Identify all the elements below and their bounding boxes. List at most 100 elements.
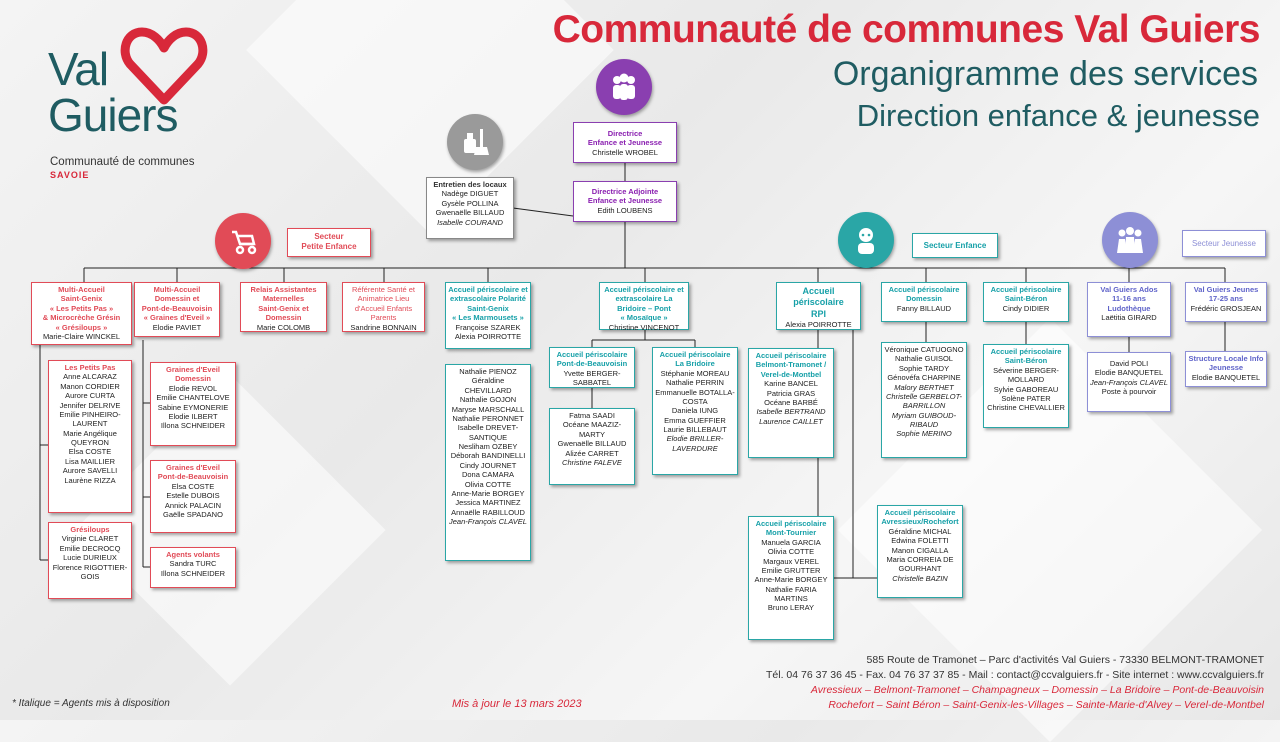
staff-name: Marie Angélique QUEYRON xyxy=(63,428,117,447)
box-title: Référente Santé et Animatrice Lieu d'Acc… xyxy=(352,285,415,323)
child-icon xyxy=(838,212,894,268)
footnote-italic: * Italique = Agents mis à disposition xyxy=(12,698,170,709)
peri-la-bridoire-box: Accueil périscolaire La Bridoire Stéphan… xyxy=(652,347,738,475)
val-guiers-ados-box: Val Guiers Ados 11-16 ans Ludothèque Laë… xyxy=(1087,282,1171,337)
staff-name: Emilie DECROCQ xyxy=(59,543,121,553)
staff-name: Emma GUEFFIER xyxy=(664,415,726,425)
peri-avressieux-box: Accueil périscolaire Avressieux/Rochefor… xyxy=(877,505,963,598)
box-title: Val Guiers Jeunes 17-25 ans xyxy=(1193,285,1259,304)
graines-domessin-box: Graines d'Eveil Domessin Elodie REVOL Em… xyxy=(150,362,236,446)
staff-name: Estelle DUBOIS xyxy=(166,491,220,501)
box-title: Grésiloups xyxy=(70,525,110,534)
heart-logo-icon xyxy=(120,27,208,105)
staff-name: Malory BERTHET xyxy=(894,382,954,392)
staff-name: Jean-François CLAVEL xyxy=(449,517,527,526)
staff-name: Nathalie PERONNET xyxy=(452,413,524,423)
peri-saint-beron-box: Accueil périscolaire Saint-Béron Cindy D… xyxy=(983,282,1069,322)
sector-petite-enfance: Secteur Petite Enfance xyxy=(287,228,371,257)
staff-name: Nesliham OZBEY xyxy=(458,442,518,451)
footer-contact: Tél. 04 76 37 36 45 - Fax. 04 76 37 37 8… xyxy=(766,669,1264,681)
staff-name: Jennifer DELRIVE xyxy=(59,400,121,410)
adjointe-box: Directrice Adjointe Enfance et Jeunesse … xyxy=(573,181,677,222)
staff-name: Daniela IUNG xyxy=(671,406,719,416)
staff-name: Manuela GARCIA xyxy=(761,537,821,547)
adjointe-title: Directrice Adjointe Enfance et Jeunesse xyxy=(587,187,663,206)
box-title: Graines d'Eveil Domessin xyxy=(166,365,220,384)
box-title: Structure Locale Info Jeunesse xyxy=(1188,354,1264,373)
box-title: Accueil périscolaire Saint-Béron xyxy=(990,285,1062,304)
staff-name: Emmanuelle BOTALLA-COSTA xyxy=(655,387,735,406)
staff-name: Manon CIGALLA xyxy=(891,545,949,555)
footer-communes-2: Rochefort – Saint Béron – Saint-Genix-le… xyxy=(828,699,1264,711)
staff-name: Géraldine CHEVILLARD xyxy=(464,376,512,395)
box-name: Christine VINCENOT xyxy=(608,322,680,332)
staff-name: Elsa COSTE xyxy=(171,481,215,491)
staff-name: Géraldine MICHAL xyxy=(888,526,952,536)
ma-saint-genix-box: Multi-Accueil Saint-Genix « Les Petits P… xyxy=(31,282,132,345)
staff-name: Sandra TURC xyxy=(169,559,217,569)
staff-name: Océane BARBÉ xyxy=(764,397,818,407)
staff-name: Sophie TARDY xyxy=(898,363,950,373)
box-title: Les Petits Pas xyxy=(64,363,116,372)
staff-name: Sylvie GABOREAU xyxy=(993,384,1059,394)
staff-name: Margaux VEREL xyxy=(763,556,819,566)
update-date: Mis à jour le 13 mars 2023 xyxy=(452,698,582,710)
box-name: Elodie PAVIET xyxy=(152,322,202,332)
staff-name: Annaëlle RABILLOUD xyxy=(451,507,525,517)
direction-box: Directrice Enfance et Jeunesse Christell… xyxy=(573,122,677,163)
teen-group-icon xyxy=(1102,212,1158,268)
box-title: Accueil périscolaire RPI xyxy=(793,286,844,319)
ram-box: Relais Assistantes Maternelles Saint-Gen… xyxy=(240,282,327,332)
box-title: Accueil périscolaire Belmont-Tramonet / … xyxy=(755,351,827,379)
staff-name: Aurore SAVELLI xyxy=(62,466,118,476)
entretien-name: Isabelle COURAND xyxy=(437,217,503,227)
adjointe-name: Edith LOUBENS xyxy=(597,205,653,215)
box-title: Accueil périscolaire Avressieux/Rochefor… xyxy=(881,508,959,527)
box-title: Accueil périscolaire et extrascolaire La… xyxy=(604,285,684,323)
staff-name: Génovéfa CHARPINE xyxy=(887,373,961,383)
staff-name: Isabelle DREVET-SANTIQUE xyxy=(457,423,519,442)
peri-belmont-box: Accueil périscolaire Belmont-Tramonet / … xyxy=(748,348,834,458)
box-name: Laëtitia GIRARD xyxy=(1101,313,1157,323)
staff-name: Fatma SAADI xyxy=(569,411,615,420)
staff-name: Annick PALACIN xyxy=(164,500,222,510)
staff-name: Elodie REVOL xyxy=(168,383,218,393)
box-name: Marie-Claire WINCKEL xyxy=(42,331,121,341)
staff-name: Christine FALEVE xyxy=(562,457,622,467)
staff-name: Emilie PINHEIRO-LAURENT xyxy=(59,409,121,429)
box-title: Accueil périscolaire Domessin xyxy=(888,285,960,304)
staff-name: Olivia COTTE xyxy=(767,547,815,557)
box-title: Multi-Accueil Saint-Genix « Les Petits P… xyxy=(42,285,121,332)
staff-name: Sabine EYMONERIE xyxy=(157,402,229,412)
baby-stroller-icon xyxy=(215,213,271,269)
peri-saint-genix-box: Accueil périscolaire et extrascolaire Po… xyxy=(445,282,531,349)
staff-name: Aurore CURTA xyxy=(65,391,115,401)
box-title: Agents volants xyxy=(166,550,220,559)
staff-name: Déborah BANDINELLI xyxy=(450,451,526,461)
staff-name: Patricia GRAS xyxy=(766,388,816,398)
peri-rpi-box: Accueil périscolaire RPI Alexia POIRROTT… xyxy=(776,282,861,330)
staff-name: Stéphanie MOREAU xyxy=(660,368,730,378)
staff-name: Myriam GUIBOUD-RIBAUD xyxy=(891,410,957,429)
people-group-icon xyxy=(596,59,652,115)
staff-name: Gwenaëlle BILLAUD xyxy=(557,439,627,449)
staff-name: Illona SCHNEIDER xyxy=(160,421,226,431)
box-name: Frédéric GROSJEAN xyxy=(1190,303,1262,313)
box-name: Sandrine BONNAIN xyxy=(350,322,417,332)
val-guiers-ados-staff-box: David POLI Elodie BANQUETEL Jean-Françoi… xyxy=(1087,352,1171,412)
entretien-title: Entretien des locaux xyxy=(433,180,507,189)
staff-name: Christelle GERBELOT-BARRILLON xyxy=(886,391,962,411)
logo-region: SAVOIE xyxy=(50,170,90,180)
peri-pdb-box: Accueil périscolaire Pont-de-Beauvoisin … xyxy=(549,347,635,388)
connector-lines xyxy=(39,163,1226,579)
staff-name: Emilie GRUTTER xyxy=(761,565,821,575)
graines-pdb-box: Graines d'Eveil Pont-de-Beauvoisin Elsa … xyxy=(150,460,236,533)
box-name: Alexia POIRROTTE xyxy=(785,319,852,329)
ma-domessin-box: Multi-Accueil Domessin et Pont-de-Beauvo… xyxy=(134,282,220,337)
staff-name: Jean-François CLAVEL xyxy=(1090,377,1168,387)
staff-name: Sophie MERINO xyxy=(896,429,952,439)
box-title: Accueil périscolaire Mont-Tournier xyxy=(755,519,827,538)
gresiloups-box: Grésiloups Virginie CLARET Emilie DECROC… xyxy=(48,522,132,599)
staff-name: Lisa MAILLIER xyxy=(64,456,116,466)
staff-name: David POLI xyxy=(1109,359,1149,368)
